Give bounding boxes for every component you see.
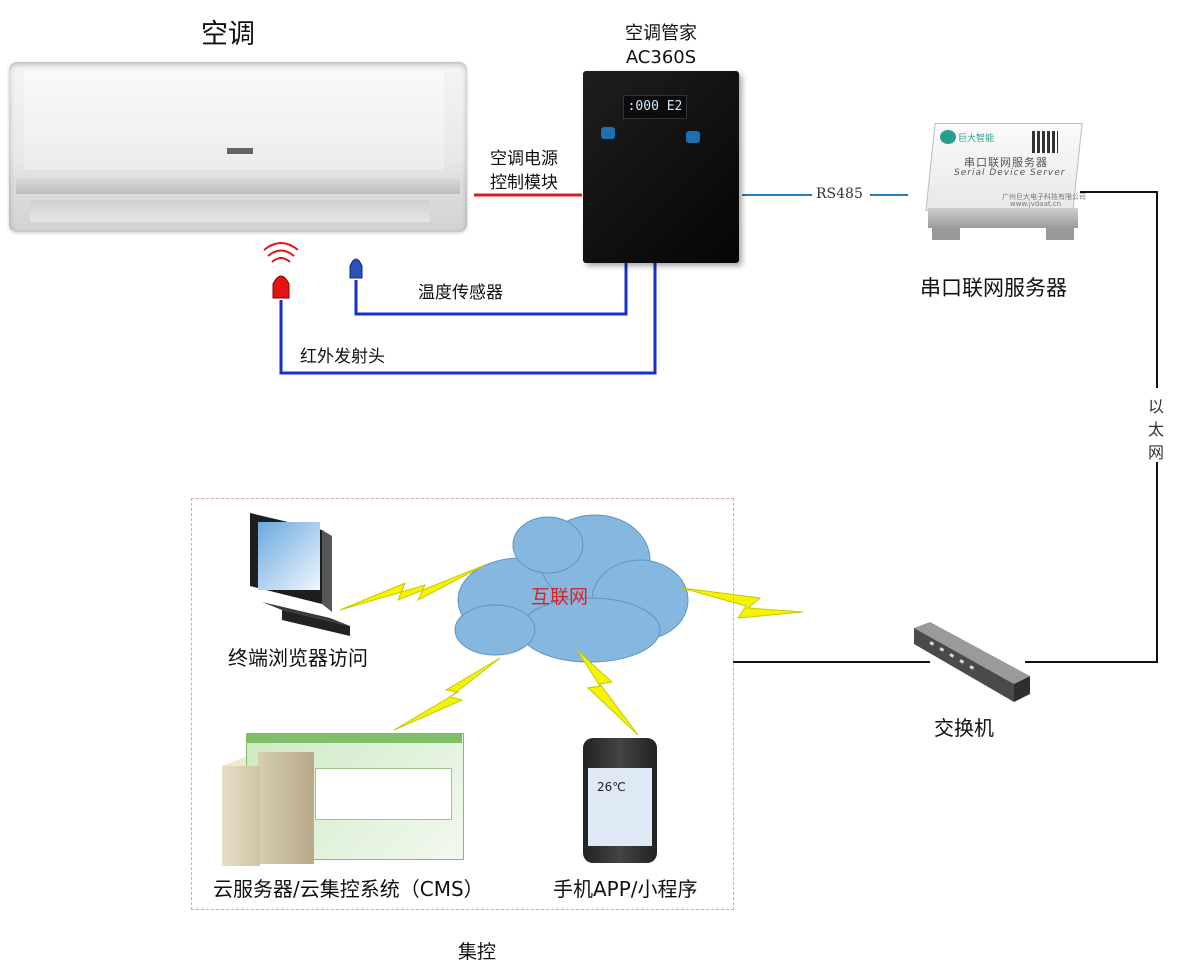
ac-manager-right-key [686,131,700,143]
mobile-app-label: 手机APP/小程序 [553,877,698,901]
ac-front-panel [24,70,444,170]
temp-sensor-line [354,248,628,316]
network-switch-icon [914,622,1030,702]
serial-server-brand: 巨大智能 [958,134,995,144]
monitor-screen [258,522,320,590]
serial-server-subtitle: Serial Device Server [954,168,1066,178]
ac-vent [16,178,460,194]
rs485-label: RS485 [816,186,863,202]
cms-login-card [315,768,452,820]
phone-temperature: 26℃ [597,780,626,794]
cloud-cms-label: 云服务器/云集控系统（CMS） [213,877,484,901]
temp-sensor-probe [349,258,363,279]
ac-manager-display: :000 E2 [623,95,687,119]
power-module-line1: 空调电源 [490,149,558,169]
air-conditioner-label: 空调 [201,19,255,50]
serial-server-company: 广州巨大电子科技有限公司 [1002,193,1086,201]
tower-server-front [222,766,260,866]
cms-screenshot-header [246,733,462,743]
tower-server-side [258,752,314,864]
lightning-terminal [339,564,486,611]
ac-louver [30,200,430,222]
ac-manager-title: 空调管家 [625,23,697,44]
ac-manager-label: 空调管家 AC360S [606,22,716,70]
temp-sensor-label: 温度传感器 [418,283,503,303]
central-control-area [191,498,734,910]
serial-server-foot [1046,228,1074,240]
ir-emitter-label: 红外发射头 [300,347,385,367]
ethernet-line-lower [1025,462,1158,663]
ethernet-line [1080,191,1158,388]
lightning-cms [393,657,501,731]
terminal-browser-label: 终端浏览器访问 [228,646,368,670]
lightning-switch [681,587,804,619]
ac-manager-model: AC360S [625,47,697,68]
ir-emitter-probe [272,275,290,299]
serial-server-title: 串口联网服务器 [964,156,1048,169]
serial-server-foot [932,228,960,240]
central-control-label: 集控 [458,941,497,963]
power-module-label: 空调电源 控制模块 [490,147,558,195]
ir-emitter-line [279,252,657,375]
qr-code-icon [1032,131,1058,153]
internet-label: 互联网 [531,586,589,608]
internet-cloud [454,514,689,663]
ethernet-label: 以太网 [1147,397,1164,462]
serial-server-label: 串口联网服务器 [920,276,1067,300]
serial-server-side [928,208,1078,228]
brand-logo-icon [940,130,956,144]
lightning-app [576,649,639,736]
power-module-line2: 控制模块 [490,173,558,193]
ac-manager-left-key [601,127,615,139]
switch-label: 交换机 [934,716,994,740]
mobile-phone-screen [588,768,652,846]
serial-server-url: www.jvdaat.cn [1010,200,1062,208]
ac-logo [227,148,253,154]
